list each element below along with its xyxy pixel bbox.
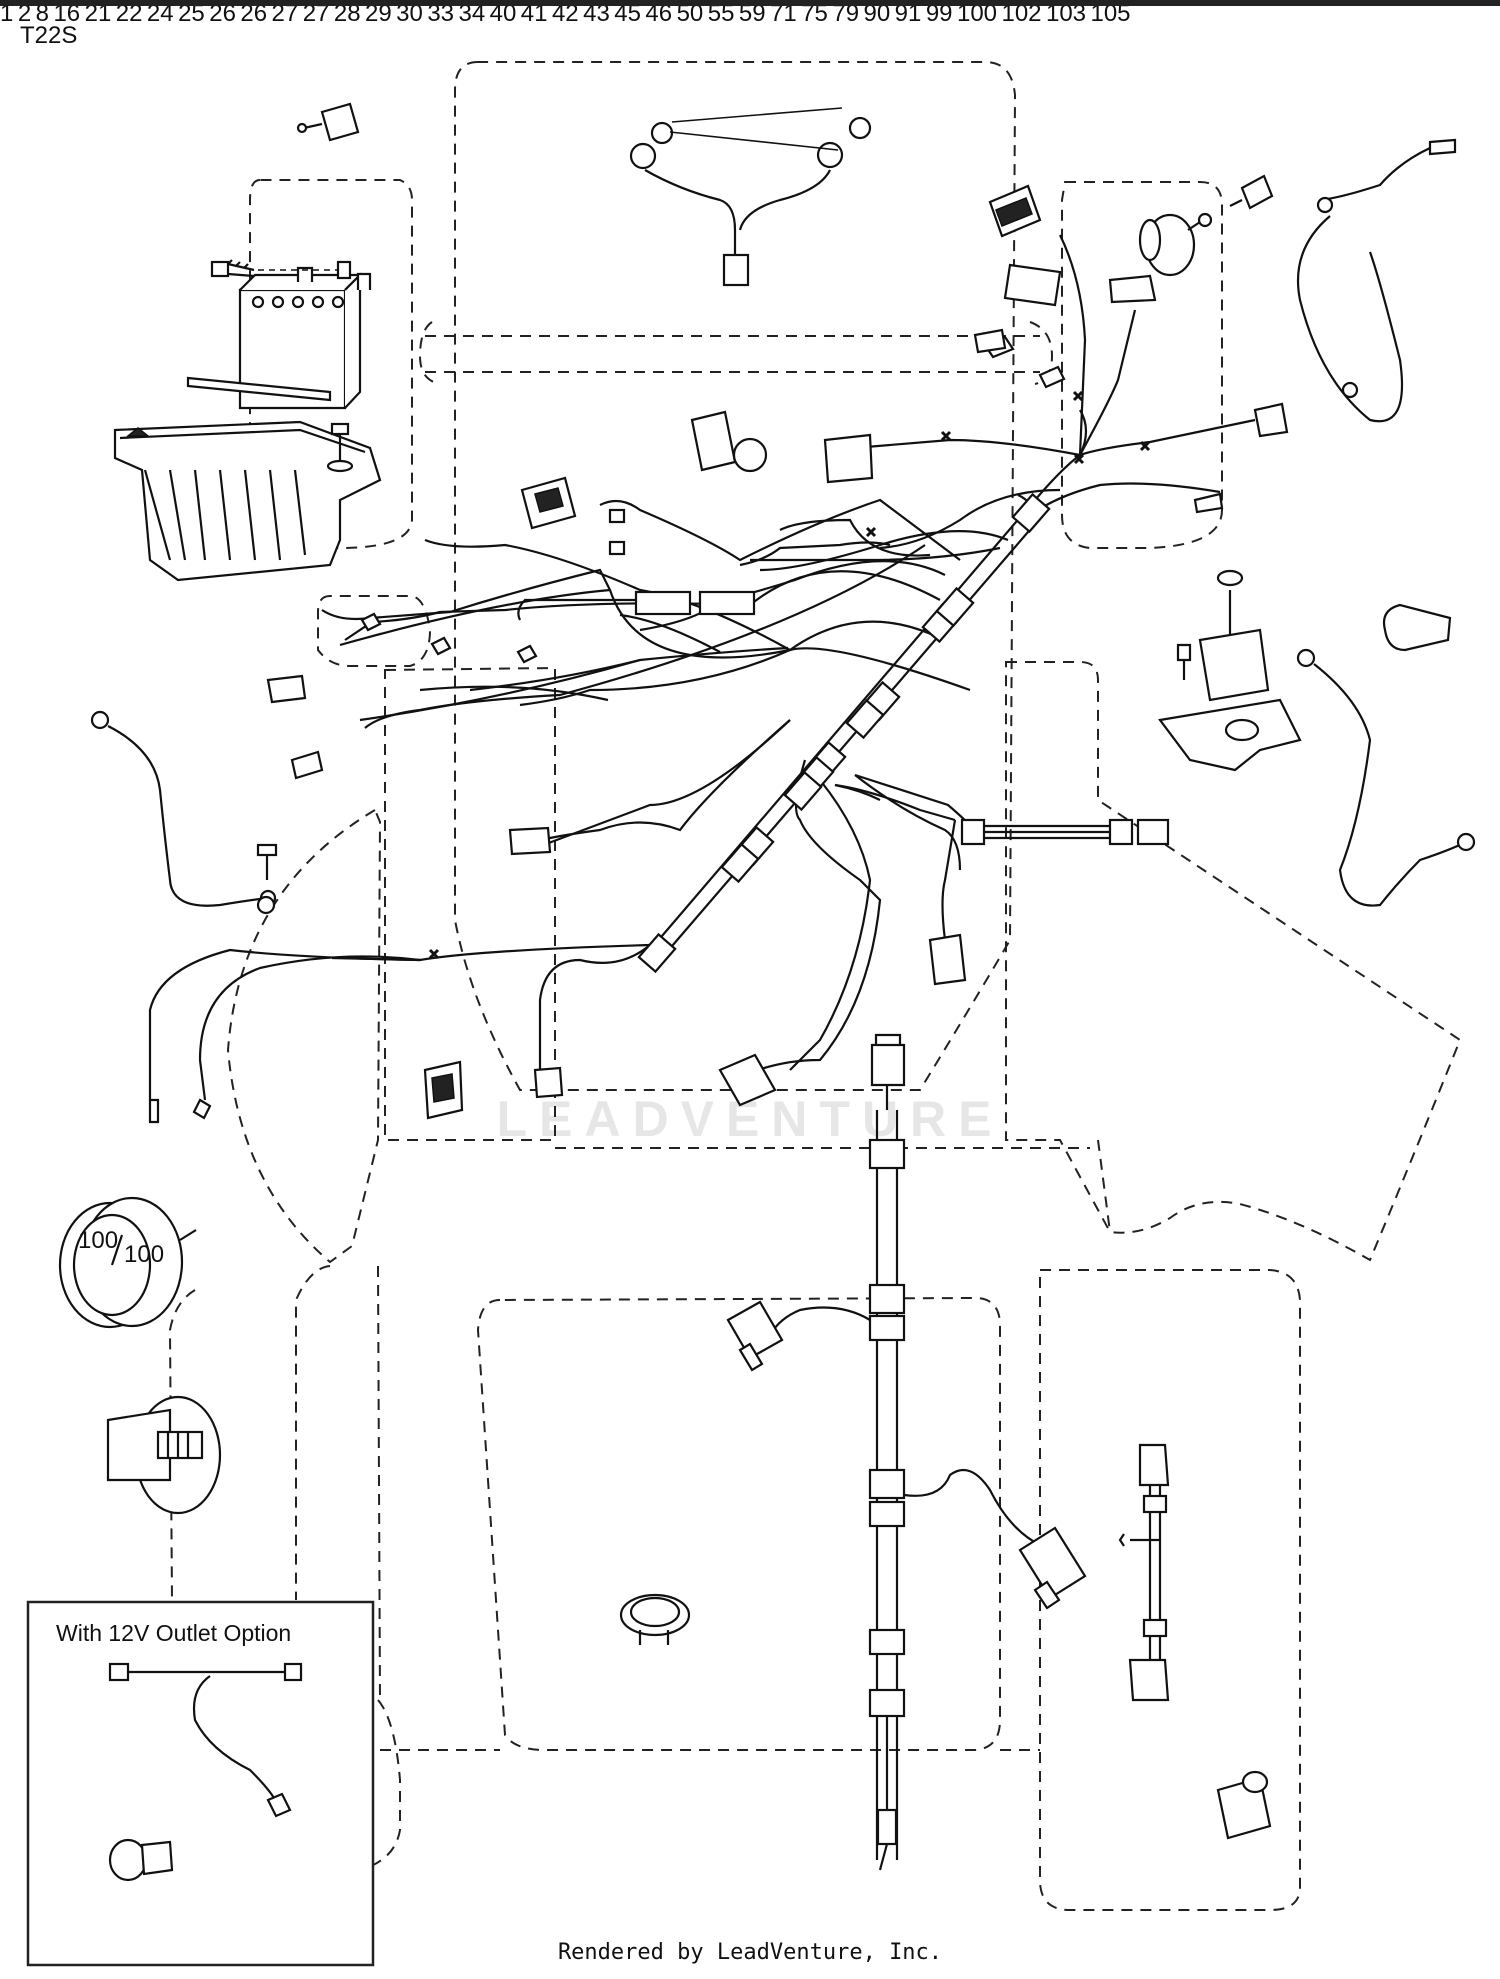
harness-connectors <box>360 263 1289 664</box>
part-26-lower <box>266 674 307 704</box>
battery-cable-24-part <box>1296 138 1457 423</box>
part-26-upper <box>973 328 1007 354</box>
callout-8: 8 <box>35 0 49 27</box>
headlight-harness-part <box>629 107 872 287</box>
part-90 <box>296 102 360 142</box>
relay-part <box>423 1060 464 1120</box>
page-top-border <box>0 0 1500 6</box>
hour-meter-part <box>106 1395 222 1515</box>
callout-1: 1 <box>0 0 14 27</box>
ignition-switch-part <box>1138 212 1213 277</box>
center-connectors <box>290 750 967 1107</box>
battery-cable-25-part <box>1296 648 1476 907</box>
key-part <box>1229 174 1274 210</box>
grommet-part <box>619 1593 691 1645</box>
ground-leads <box>148 1098 212 1124</box>
ground-cable-part <box>90 710 277 907</box>
battery-bolt-part <box>210 259 352 280</box>
page-code: T22S <box>20 22 78 49</box>
harness-102-part <box>1118 1443 1170 1702</box>
harness-sleeves <box>634 492 1170 974</box>
terminal-boot-part <box>1382 603 1452 652</box>
battery-strap-part <box>186 376 332 402</box>
chassis-outline <box>168 61 1462 1911</box>
option-box-title: With 12V Outlet Option <box>56 1620 292 1646</box>
footer-credit: Rendered by LeadVenture, Inc. <box>557 1940 943 1965</box>
gauge-face-left-label: 100 <box>78 1227 118 1254</box>
splice-marks <box>204 390 1151 1677</box>
part-50 <box>690 410 768 473</box>
part-75 <box>988 184 1042 238</box>
callout-2: 2 <box>17 0 32 27</box>
part-34 <box>520 476 577 530</box>
battery-part <box>238 266 372 410</box>
part-105 <box>1216 1770 1272 1840</box>
hour-gauge-part: 100 100 <box>58 1196 197 1329</box>
bolt-55-part <box>256 843 278 915</box>
battery-tray-part <box>113 420 382 582</box>
gauge-face-right-label: 100 <box>124 1241 164 1268</box>
solenoid-part <box>1158 569 1302 772</box>
option-box <box>26 1600 375 1967</box>
rear-harness <box>726 1033 1087 1871</box>
tray-bolt-part <box>326 422 354 473</box>
